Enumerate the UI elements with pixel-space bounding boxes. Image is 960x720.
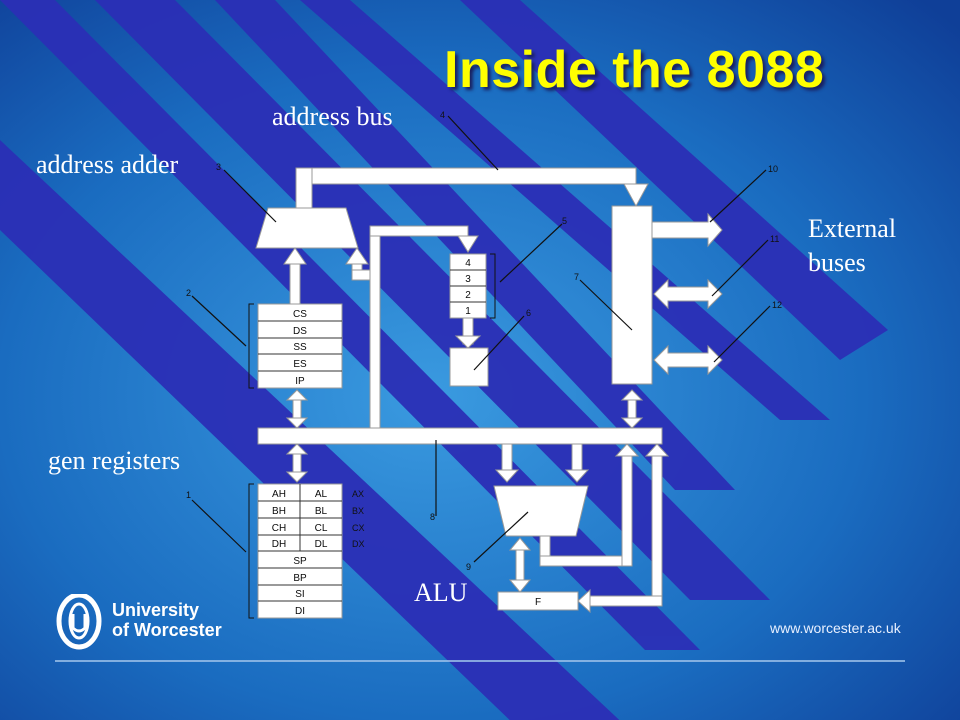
label-address-adder: address adder: [36, 150, 179, 179]
flags-rise: [651, 451, 663, 607]
callout-7: 7: [574, 272, 579, 282]
genreg-bus-arrow-down: [285, 471, 309, 483]
callout-2: 2: [186, 288, 191, 298]
address-bus-drop: [295, 167, 313, 211]
adder-arrow-left: [283, 247, 307, 265]
queue-feed-arrow: [457, 235, 479, 253]
queue-slot-1: 1: [465, 306, 471, 317]
callout-6: 6: [526, 308, 531, 318]
genreg-bus-arrow-up: [285, 443, 309, 455]
external-bus-arrow-1: [651, 212, 723, 248]
alu-input-arrow-right: [564, 469, 590, 483]
slide-title: Inside the 8088: [444, 41, 825, 99]
callout-5: 5: [562, 216, 567, 226]
reg-ch: CH: [272, 523, 286, 534]
queue-feed-line: [369, 225, 381, 431]
reg-ah: AH: [272, 489, 286, 500]
footer-url: www.worcester.ac.uk: [770, 620, 901, 636]
flags-label: F: [535, 597, 541, 608]
alu-block: [493, 485, 589, 537]
reg-cs: CS: [293, 309, 307, 320]
callout-1: 1: [186, 490, 191, 500]
flags-arrow-up: [644, 443, 670, 457]
adder-input-left: [289, 261, 301, 307]
reg-bh: BH: [272, 506, 286, 517]
reg-cl: CL: [315, 523, 328, 534]
pair-dx: DX: [352, 539, 365, 549]
segment-bus-arrow-up: [285, 389, 309, 401]
callout-4: 4: [440, 110, 445, 120]
biu-bus-link: [627, 397, 637, 419]
address-adder-block: [255, 207, 359, 249]
queue-feed-top: [369, 225, 469, 237]
callout-10: 10: [768, 164, 778, 174]
alu-input-right: [571, 443, 583, 473]
segment-bus-link: [292, 397, 302, 421]
queue-slot-2: 2: [465, 290, 471, 301]
alu-out-rise: [621, 451, 633, 567]
reg-di: DI: [295, 606, 305, 617]
segment-bus-arrow-down: [285, 417, 309, 429]
callout-8: 8: [430, 512, 435, 522]
alu-out-h: [539, 555, 633, 567]
pair-bx: BX: [352, 506, 364, 516]
reg-si: SI: [295, 589, 304, 600]
footer-divider: [55, 660, 905, 662]
internal-data-bus: [257, 427, 663, 445]
general-bracket: [248, 483, 254, 619]
adder-arrow-right: [345, 247, 369, 265]
flags-register: [497, 591, 579, 611]
bus-interface-block: [611, 205, 653, 385]
external-bus-arrow-2: [653, 278, 723, 310]
pair-cx: CX: [352, 523, 365, 533]
external-bus-arrow-3: [653, 344, 723, 376]
callout-3: 3: [216, 162, 221, 172]
university-line-1: University: [112, 600, 200, 620]
alu-flags-arrow-down: [508, 579, 532, 593]
reg-dh: DH: [272, 539, 286, 550]
university-logo-icon: [56, 594, 102, 650]
queue-bracket: [490, 253, 496, 319]
reg-es: ES: [293, 359, 307, 370]
callout-11: 11: [770, 234, 779, 244]
alu-input-left: [501, 443, 513, 473]
biu-bus-arrow-down: [620, 417, 644, 429]
reg-ip: IP: [295, 376, 305, 387]
segment-register-stack: [257, 303, 343, 389]
genreg-bus-link: [292, 451, 302, 475]
callout-9: 9: [466, 562, 471, 572]
reg-ds: DS: [293, 326, 307, 337]
reg-dl: DL: [315, 539, 328, 550]
university-name: University of Worcester: [112, 600, 222, 640]
reg-al: AL: [315, 489, 328, 500]
alu-out-arrow: [614, 443, 640, 457]
address-bus-line: [295, 167, 637, 185]
flags-arrow-left: [577, 588, 591, 614]
reg-ss: SS: [293, 342, 307, 353]
queue-arrow-down: [454, 335, 482, 349]
biu-bus-arrow-up: [620, 389, 644, 401]
reg-sp: SP: [293, 556, 307, 567]
alu-input-arrow-left: [494, 469, 520, 483]
queue-slot-4: 4: [465, 258, 471, 269]
alu-flags-arrow-up: [508, 537, 532, 551]
label-address-bus: address bus: [272, 102, 393, 131]
reg-bl: BL: [315, 506, 328, 517]
address-bus-arrow: [623, 183, 649, 208]
pair-ax: AX: [352, 489, 364, 499]
control-unit-block: [449, 347, 489, 387]
callout-12: 12: [772, 300, 782, 310]
flags-h: [585, 595, 663, 607]
label-external-buses: External buses: [808, 214, 897, 277]
queue-slot-3: 3: [465, 274, 471, 285]
label-alu: ALU: [414, 578, 468, 607]
label-gen-registers: gen registers: [48, 446, 181, 475]
alu-flags-link: [515, 547, 525, 583]
segment-bracket: [248, 303, 254, 389]
reg-bp: BP: [293, 573, 307, 584]
university-line-2: of Worcester: [112, 620, 222, 640]
